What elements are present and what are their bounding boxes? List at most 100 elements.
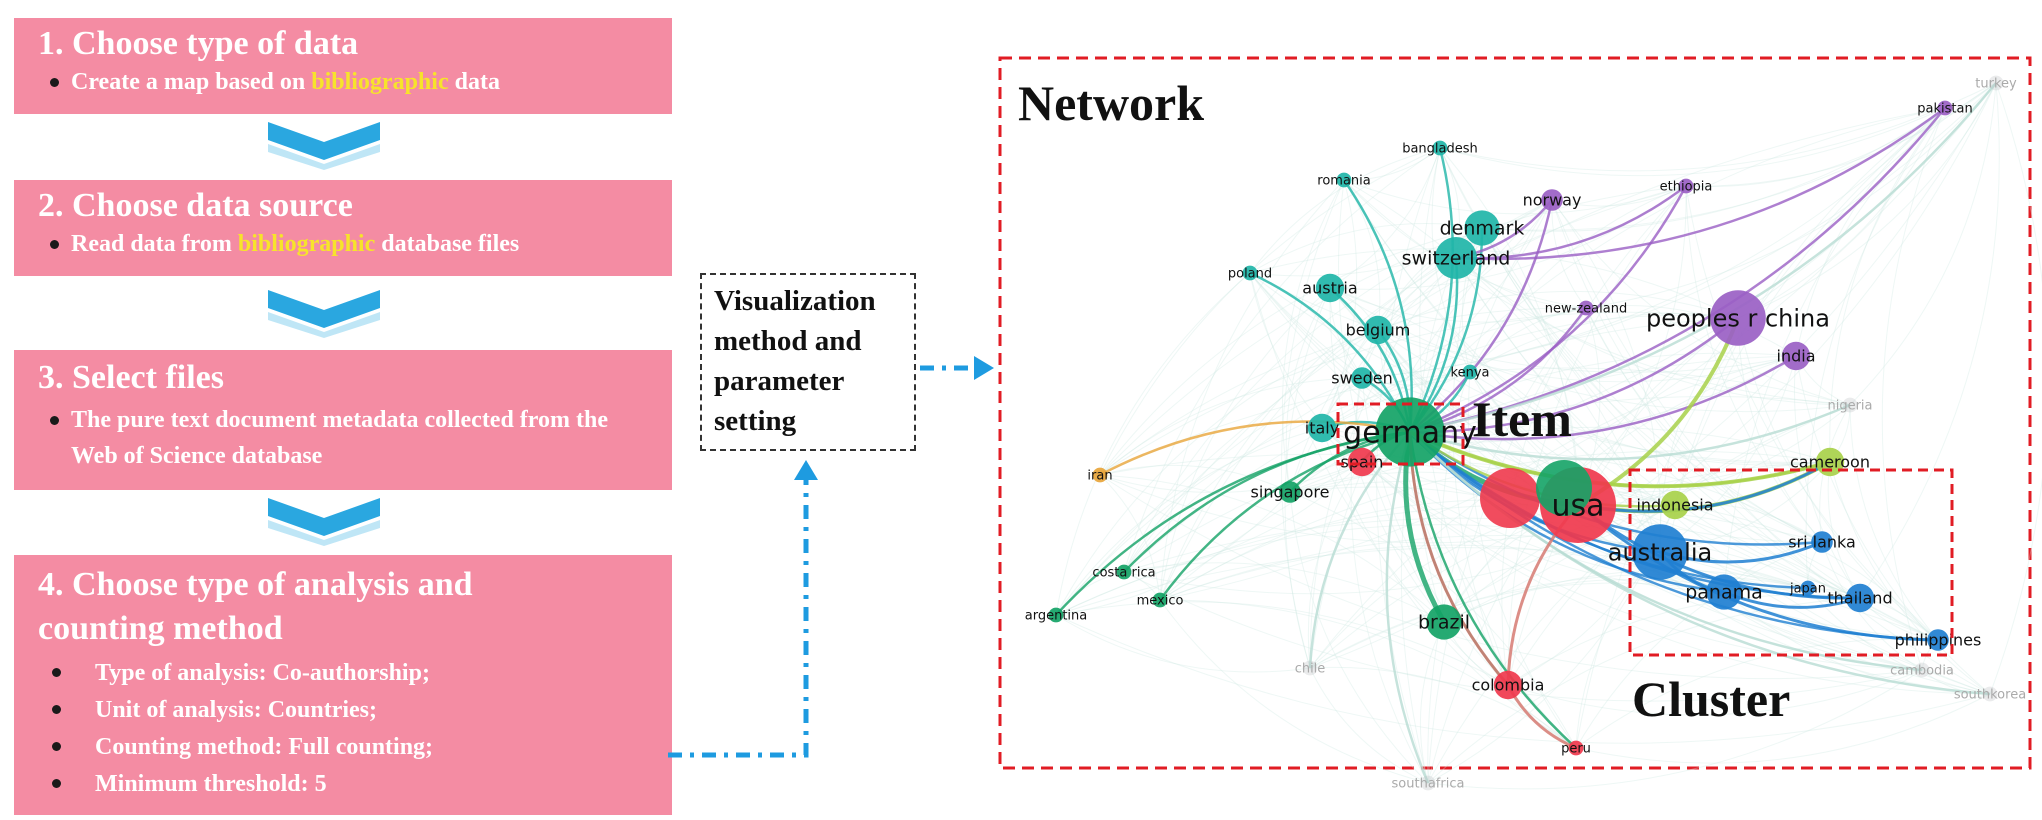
visualization-method-box: Visualization method and parameter setti… [700, 273, 916, 451]
node-panama [1706, 574, 1742, 610]
edge-germany-peoples-r-china [1409, 317, 1739, 434]
edge-background [1674, 107, 1946, 506]
edge-background [1309, 504, 1579, 669]
edge-background [1585, 307, 1823, 543]
edge-background [1329, 287, 1661, 553]
node-philippines [1927, 629, 1949, 651]
node-bangladesh [1432, 140, 1448, 156]
node-turkey [1988, 75, 2004, 91]
step-3-box: 3. Select files The pure text document m… [14, 350, 672, 490]
node-india [1781, 341, 1811, 371]
edge-background [1123, 395, 1851, 573]
node-peoples-r-china [1710, 290, 1766, 346]
step-4-bullet: Minimum threshold: 5 [52, 766, 672, 803]
label-philippines: philippines [1895, 631, 1982, 650]
label-germany: germany [1343, 416, 1477, 451]
edge-background [1439, 107, 1946, 177]
step-1-box: 1. Choose type of data Create a map base… [14, 18, 672, 114]
edge-background [1585, 305, 1797, 357]
label-spain: spain [1341, 453, 1384, 472]
edge-background [1659, 317, 1739, 553]
edge-background [1443, 569, 1809, 623]
edge-background [1099, 474, 1161, 601]
step-2-box: 2. Choose data source Read data from bib… [14, 180, 672, 276]
edge-background [1737, 82, 1997, 319]
edge-background [1685, 185, 1939, 641]
edge-background [1427, 185, 1687, 784]
bullet-dot-icon [50, 416, 59, 425]
node-nigeria [1842, 397, 1858, 413]
edge-background [1099, 377, 1363, 476]
label-new-zealand: new-zealand [1545, 302, 1627, 317]
edge-background [1055, 601, 1509, 686]
edge-background [1807, 587, 1939, 641]
edge-background [1329, 147, 1441, 289]
edge-background [1309, 666, 1577, 749]
step-1-bullet: Create a map based on bibliographic data [50, 64, 672, 100]
edge-background [1551, 199, 1861, 599]
edge-background [1881, 107, 1946, 671]
edge-background [1849, 82, 1997, 406]
edge-background [1055, 614, 1991, 744]
edge-germany-nigeria [1409, 403, 1851, 461]
label-austria: austria [1302, 279, 1357, 298]
edge-background [1377, 290, 1739, 331]
label-italy: italy [1305, 419, 1339, 438]
edge-germany-romania [1342, 179, 1413, 433]
edge-background [1443, 82, 1997, 623]
edge-background [1674, 82, 1997, 506]
step-4-bullets: Type of analysis: Co-authorship; Unit of… [52, 655, 672, 803]
node-germany [1375, 397, 1445, 467]
node-poland [1242, 265, 1258, 281]
node-switzerland [1435, 237, 1477, 279]
edge-germany-japan [1409, 431, 1809, 590]
node-singapore [1279, 481, 1301, 503]
edge-background [1376, 147, 1441, 784]
edge-background [1289, 491, 1577, 749]
node-japan [1800, 580, 1816, 596]
edge-background [1989, 82, 2042, 695]
edge-background [1575, 638, 1939, 749]
label-usa: usa [1551, 489, 1604, 524]
edge-background [1099, 474, 1445, 623]
edge-background [1507, 404, 1851, 686]
edge-background [1249, 272, 1363, 463]
label-denmark: denmark [1440, 218, 1525, 240]
node-chile [1302, 660, 1318, 676]
edge-background [1795, 355, 1991, 695]
down-chevron-icon [268, 498, 380, 546]
edge-background [1099, 311, 1739, 476]
label-bangladesh: bangladesh [1402, 142, 1478, 157]
edge-background [1575, 541, 1823, 749]
edge-background [1099, 464, 1291, 493]
edge-background [1055, 427, 1323, 616]
edge-background [1507, 185, 1687, 686]
edge-background [1849, 404, 1939, 641]
node-thailand [1845, 583, 1875, 613]
edge-background [1055, 371, 1471, 616]
edge-background [1377, 329, 1923, 671]
node-costa-rica [1116, 564, 1132, 580]
edge-background [1321, 199, 1553, 429]
edge-background [1099, 185, 1687, 476]
node-pakistan [1937, 100, 1953, 116]
edge-background [1795, 107, 1946, 357]
edge-background [1659, 355, 1797, 553]
step-1-title: 1. Choose type of data [38, 25, 359, 62]
item-label: Item [1472, 391, 1572, 447]
node-unlabeled [1536, 460, 1592, 516]
label-nigeria: nigeria [1827, 399, 1872, 414]
edge-background [1307, 461, 1363, 669]
node-argentina [1048, 607, 1064, 623]
node-denmark [1464, 210, 1500, 246]
edge-background [1577, 185, 1687, 506]
node-brazil [1426, 604, 1462, 640]
label-peru: peru [1561, 742, 1591, 757]
edge-background [1321, 314, 1739, 429]
edge-background [1249, 199, 1553, 277]
edge-background [1329, 287, 1587, 323]
edge-background [1469, 312, 1739, 373]
edge-background [1481, 107, 1946, 232]
